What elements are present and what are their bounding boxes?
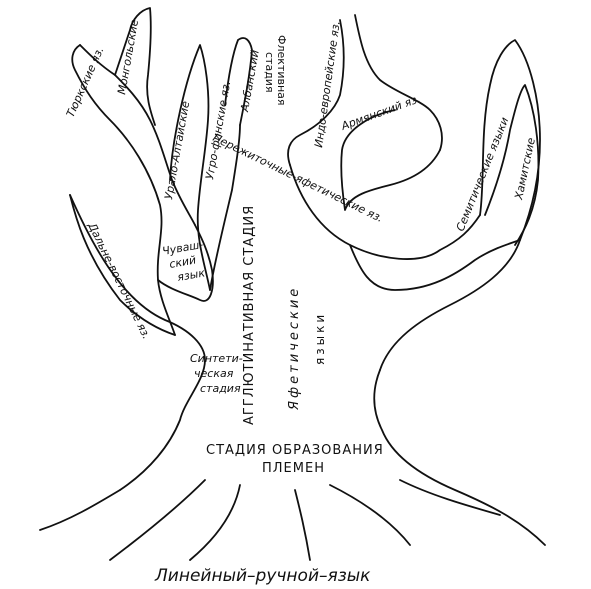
label-armenian: Армянский яз. (339, 92, 422, 133)
albanian-branch (224, 37, 253, 126)
label-semitic: Семитические языки (454, 115, 512, 233)
trunk-left-contour (69, 194, 206, 491)
label-ural-altaic-branch: Урало-Алтайские (162, 100, 192, 201)
label-chuvash-2: ский (168, 253, 197, 270)
label-japhetic-1: Яфетические (287, 286, 302, 411)
hamitic-branch (484, 84, 540, 246)
label-synthetic-stage-2: ческая (194, 367, 234, 380)
label-tribe-formation-2: ПЛЕМЕН (262, 461, 325, 476)
trunk-right-lower (373, 369, 546, 546)
root-left-3 (189, 484, 241, 561)
label-chuvash-3: язык (176, 266, 206, 284)
label-synthetic-stage-3: стадия (200, 382, 241, 395)
root-left-1 (39, 489, 121, 531)
tree-outline (39, 7, 546, 561)
label-inflective-stage-2: стадия (263, 52, 276, 93)
root-center (294, 489, 311, 561)
label-albanian: Албанский (238, 49, 262, 114)
trunk-inner-left (209, 124, 241, 291)
root-right-1 (329, 484, 411, 546)
label-agglutinative-stage: АГГЛЮТИНАТИВНАЯ СТАДИЯ (242, 205, 257, 425)
indo-european-branch (287, 19, 345, 166)
trunk-labels: АГГЛЮТИНАТИВНАЯ СТАДИЯ Яфетические языки… (206, 205, 384, 476)
mongolian-branch (114, 7, 156, 126)
semitic-lower (349, 239, 521, 371)
chuvash-branch (157, 224, 214, 302)
label-mongolian: Монгольские (115, 18, 141, 95)
label-indo-european: Индо-европейские яз. (312, 20, 343, 148)
indo-european-branch-right (354, 14, 443, 151)
label-far-east: Дальне-восточные яз. (85, 220, 153, 341)
label-tribe-formation-1: СТАДИЯ ОБРАЗОВАНИЯ (206, 443, 384, 458)
root-right-2 (399, 479, 501, 516)
root-left-2 (109, 479, 206, 561)
armenian-branch (340, 109, 441, 211)
far-east-branch (69, 194, 176, 336)
semitic-branch-outer (479, 39, 541, 241)
label-inflective-stage-1: Флективная (275, 35, 288, 106)
label-synthetic-stage-1: Синтети- (190, 352, 243, 365)
trunk-right-contour (289, 164, 481, 260)
label-japhetic-2: языки (313, 312, 327, 365)
label-transitional-japhetic: Пережиточные-яфетические яз. (211, 131, 385, 225)
turkic-branch (79, 44, 196, 226)
label-root-language: Линейный–ручной–язык (154, 566, 371, 586)
